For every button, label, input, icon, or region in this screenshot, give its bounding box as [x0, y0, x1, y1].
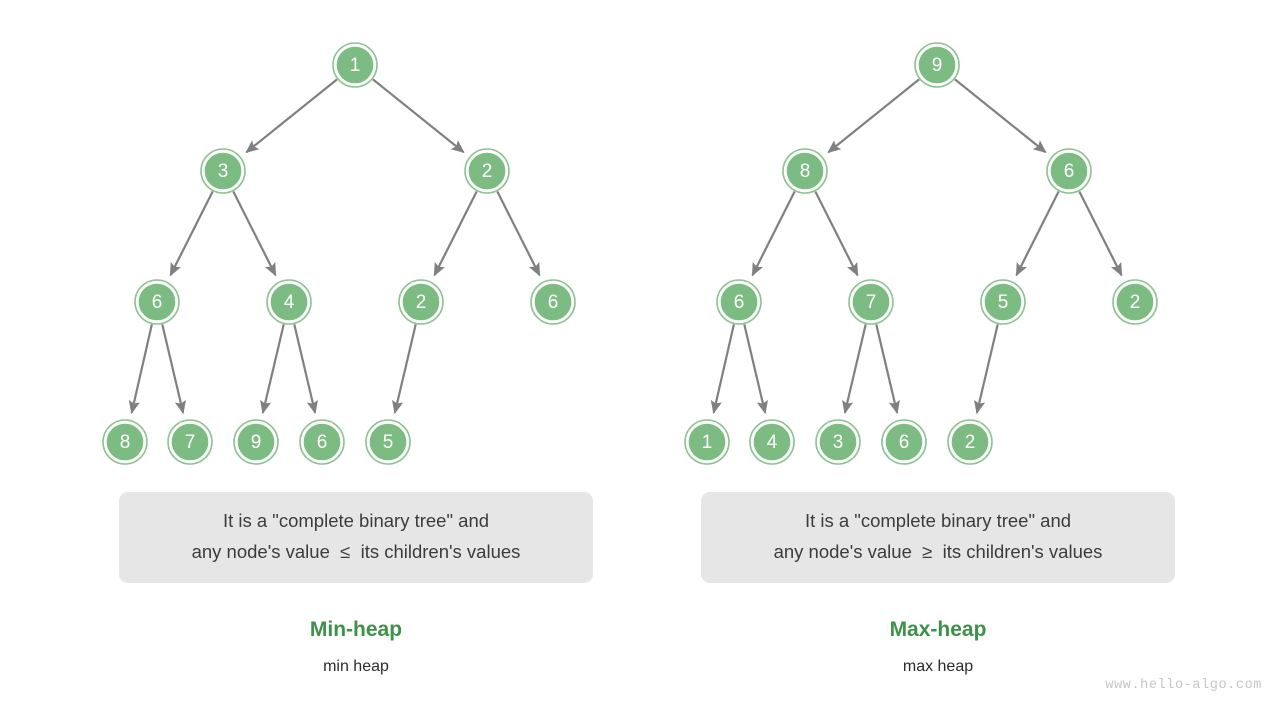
site-watermark: www.hello-algo.com: [1105, 678, 1262, 693]
tree-edge: [1078, 191, 1123, 277]
min-heap-title: Min-heap: [309, 618, 403, 641]
tree-node: 2: [947, 419, 993, 465]
tree-node-value: 2: [416, 292, 427, 313]
tree-node: 6: [299, 419, 345, 465]
tree-node: 8: [782, 148, 828, 194]
tree-node-value: 4: [284, 292, 295, 313]
tree-edge: [842, 324, 867, 415]
tree-edge: [751, 191, 796, 277]
max-heap-caption-line-2: any node's value ≥ its children's values: [773, 540, 1103, 562]
tree-node-value: 1: [702, 432, 713, 453]
tree-node: 2: [464, 148, 510, 194]
tree-edge: [875, 324, 900, 415]
tree-node: 3: [815, 419, 861, 465]
min-heap-tree-graphic: 1 3 2 6 4 2 6 8 7 9 6 5: [102, 42, 576, 465]
tree-node: 1: [684, 419, 730, 465]
min-heap-caption-box: It is a "complete binary tree" and any n…: [119, 492, 593, 584]
tree-node: 6: [134, 279, 180, 325]
min-heap-caption-line-2: any node's value ≤ its children's values: [191, 540, 521, 562]
max-heap-title: Max-heap: [889, 618, 987, 641]
min-heap-panel: 1 3 2 6 4 2 6 8 7 9 6 5 It is a "complete binary tr…: [102, 42, 593, 675]
max-heap-panel: 9 8 6 6 7 5 2 1 4 3 6 2: [582, 0, 1222, 720]
tree-edge: [433, 191, 478, 277]
min-edges: [128, 78, 541, 415]
max-heap-sublabel: max heap: [902, 658, 974, 675]
tree-node-value: 4: [767, 432, 778, 453]
tree-node: 2: [1112, 279, 1158, 325]
tree-edge: [814, 191, 859, 277]
tree-node-value: 5: [383, 432, 394, 453]
max-heap-caption-box: It is a "complete binary tree" and any n…: [701, 492, 1175, 584]
tree-node: 6: [881, 419, 927, 465]
tree-edge: [392, 324, 417, 415]
tree-edge: [232, 191, 277, 277]
tree-edge: [743, 324, 768, 415]
tree-node: 3: [200, 148, 246, 194]
tree-node: 4: [266, 279, 312, 325]
tree-node-value: 5: [998, 292, 1009, 313]
tree-edge: [161, 324, 186, 415]
tree-edge: [1015, 191, 1060, 277]
tree-edge: [954, 78, 1047, 154]
tree-node-value: 6: [899, 432, 910, 453]
tree-node-value: 3: [833, 432, 844, 453]
tree-node: 6: [530, 279, 576, 325]
tree-node-value: 2: [1130, 292, 1141, 313]
tree-node-value: 2: [965, 432, 976, 453]
max-heap-tree-graphic: 9 8 6 6 7 5 2 1 4 3 6 2: [684, 42, 1158, 465]
tree-node-value: 6: [734, 292, 745, 313]
tree-node: 7: [167, 419, 213, 465]
tree-edge: [372, 78, 465, 154]
tree-node: 1: [332, 42, 378, 88]
tree-node-value: 8: [120, 432, 131, 453]
tree-edge: [710, 324, 735, 415]
tree-node: 6: [716, 279, 762, 325]
tree-node: 8: [102, 419, 148, 465]
tree-node: 5: [365, 419, 411, 465]
tree-node-value: 6: [1064, 161, 1075, 182]
tree-edge: [293, 324, 318, 415]
tree-node-value: 9: [932, 55, 943, 76]
min-heap-caption-line-1: It is a "complete binary tree" and: [222, 510, 490, 531]
min-heap-sublabel: min heap: [323, 658, 389, 675]
tree-node: 7: [848, 279, 894, 325]
tree-node: 2: [398, 279, 444, 325]
tree-edge: [496, 191, 541, 277]
tree-edge: [974, 324, 999, 415]
tree-edge: [827, 78, 920, 154]
tree-node-value: 6: [317, 432, 328, 453]
tree-node-value: 8: [800, 161, 811, 182]
tree-edge: [169, 191, 214, 277]
tree-node: 9: [233, 419, 279, 465]
tree-edge: [245, 78, 338, 154]
tree-node-value: 2: [482, 161, 493, 182]
tree-node-value: 7: [185, 432, 196, 453]
tree-node-value: 1: [350, 55, 361, 76]
tree-edge: [128, 324, 153, 415]
tree-node-value: 6: [548, 292, 559, 313]
tree-node: 5: [980, 279, 1026, 325]
tree-node: 9: [914, 42, 960, 88]
tree-node: 4: [749, 419, 795, 465]
tree-edge: [260, 324, 285, 415]
tree-node-value: 9: [251, 432, 262, 453]
tree-node-value: 7: [866, 292, 877, 313]
max-edges: [710, 78, 1123, 415]
max-heap-caption-line-1: It is a "complete binary tree" and: [804, 510, 1072, 531]
tree-node: 6: [1046, 148, 1092, 194]
tree-node-value: 3: [218, 161, 229, 182]
tree-node-value: 6: [152, 292, 163, 313]
